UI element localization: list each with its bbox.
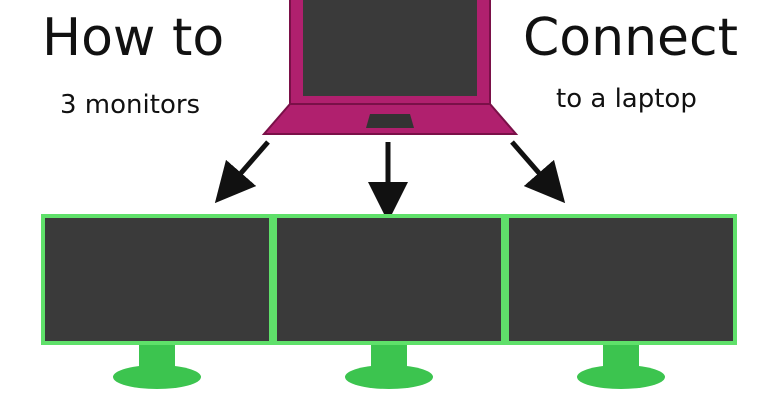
monitor-right-screen [509,218,733,341]
subtitle-3-monitors: 3 monitors [60,90,201,120]
monitor-right-base [577,365,665,389]
subtitle-to-a-laptop: to a laptop [556,84,697,114]
laptop-icon [261,0,519,135]
monitor-right [505,214,737,389]
title-connect: Connect [523,8,739,68]
title-how-to: How to [42,8,225,68]
arrow-to-left-monitor [214,140,270,204]
monitor-center-base [345,365,433,389]
monitor-left-neck [139,345,175,375]
arrow-to-right-monitor [510,140,566,204]
monitor-left-screen [45,218,269,341]
monitor-left [41,214,273,389]
laptop-touchpad [366,114,414,128]
monitor-center-neck [371,345,407,375]
monitor-left-base [113,365,201,389]
connection-arrows [214,140,566,222]
monitor-center [273,214,505,389]
laptop-screen [303,0,477,96]
monitor-center-screen [277,218,501,341]
monitor-right-neck [603,345,639,375]
